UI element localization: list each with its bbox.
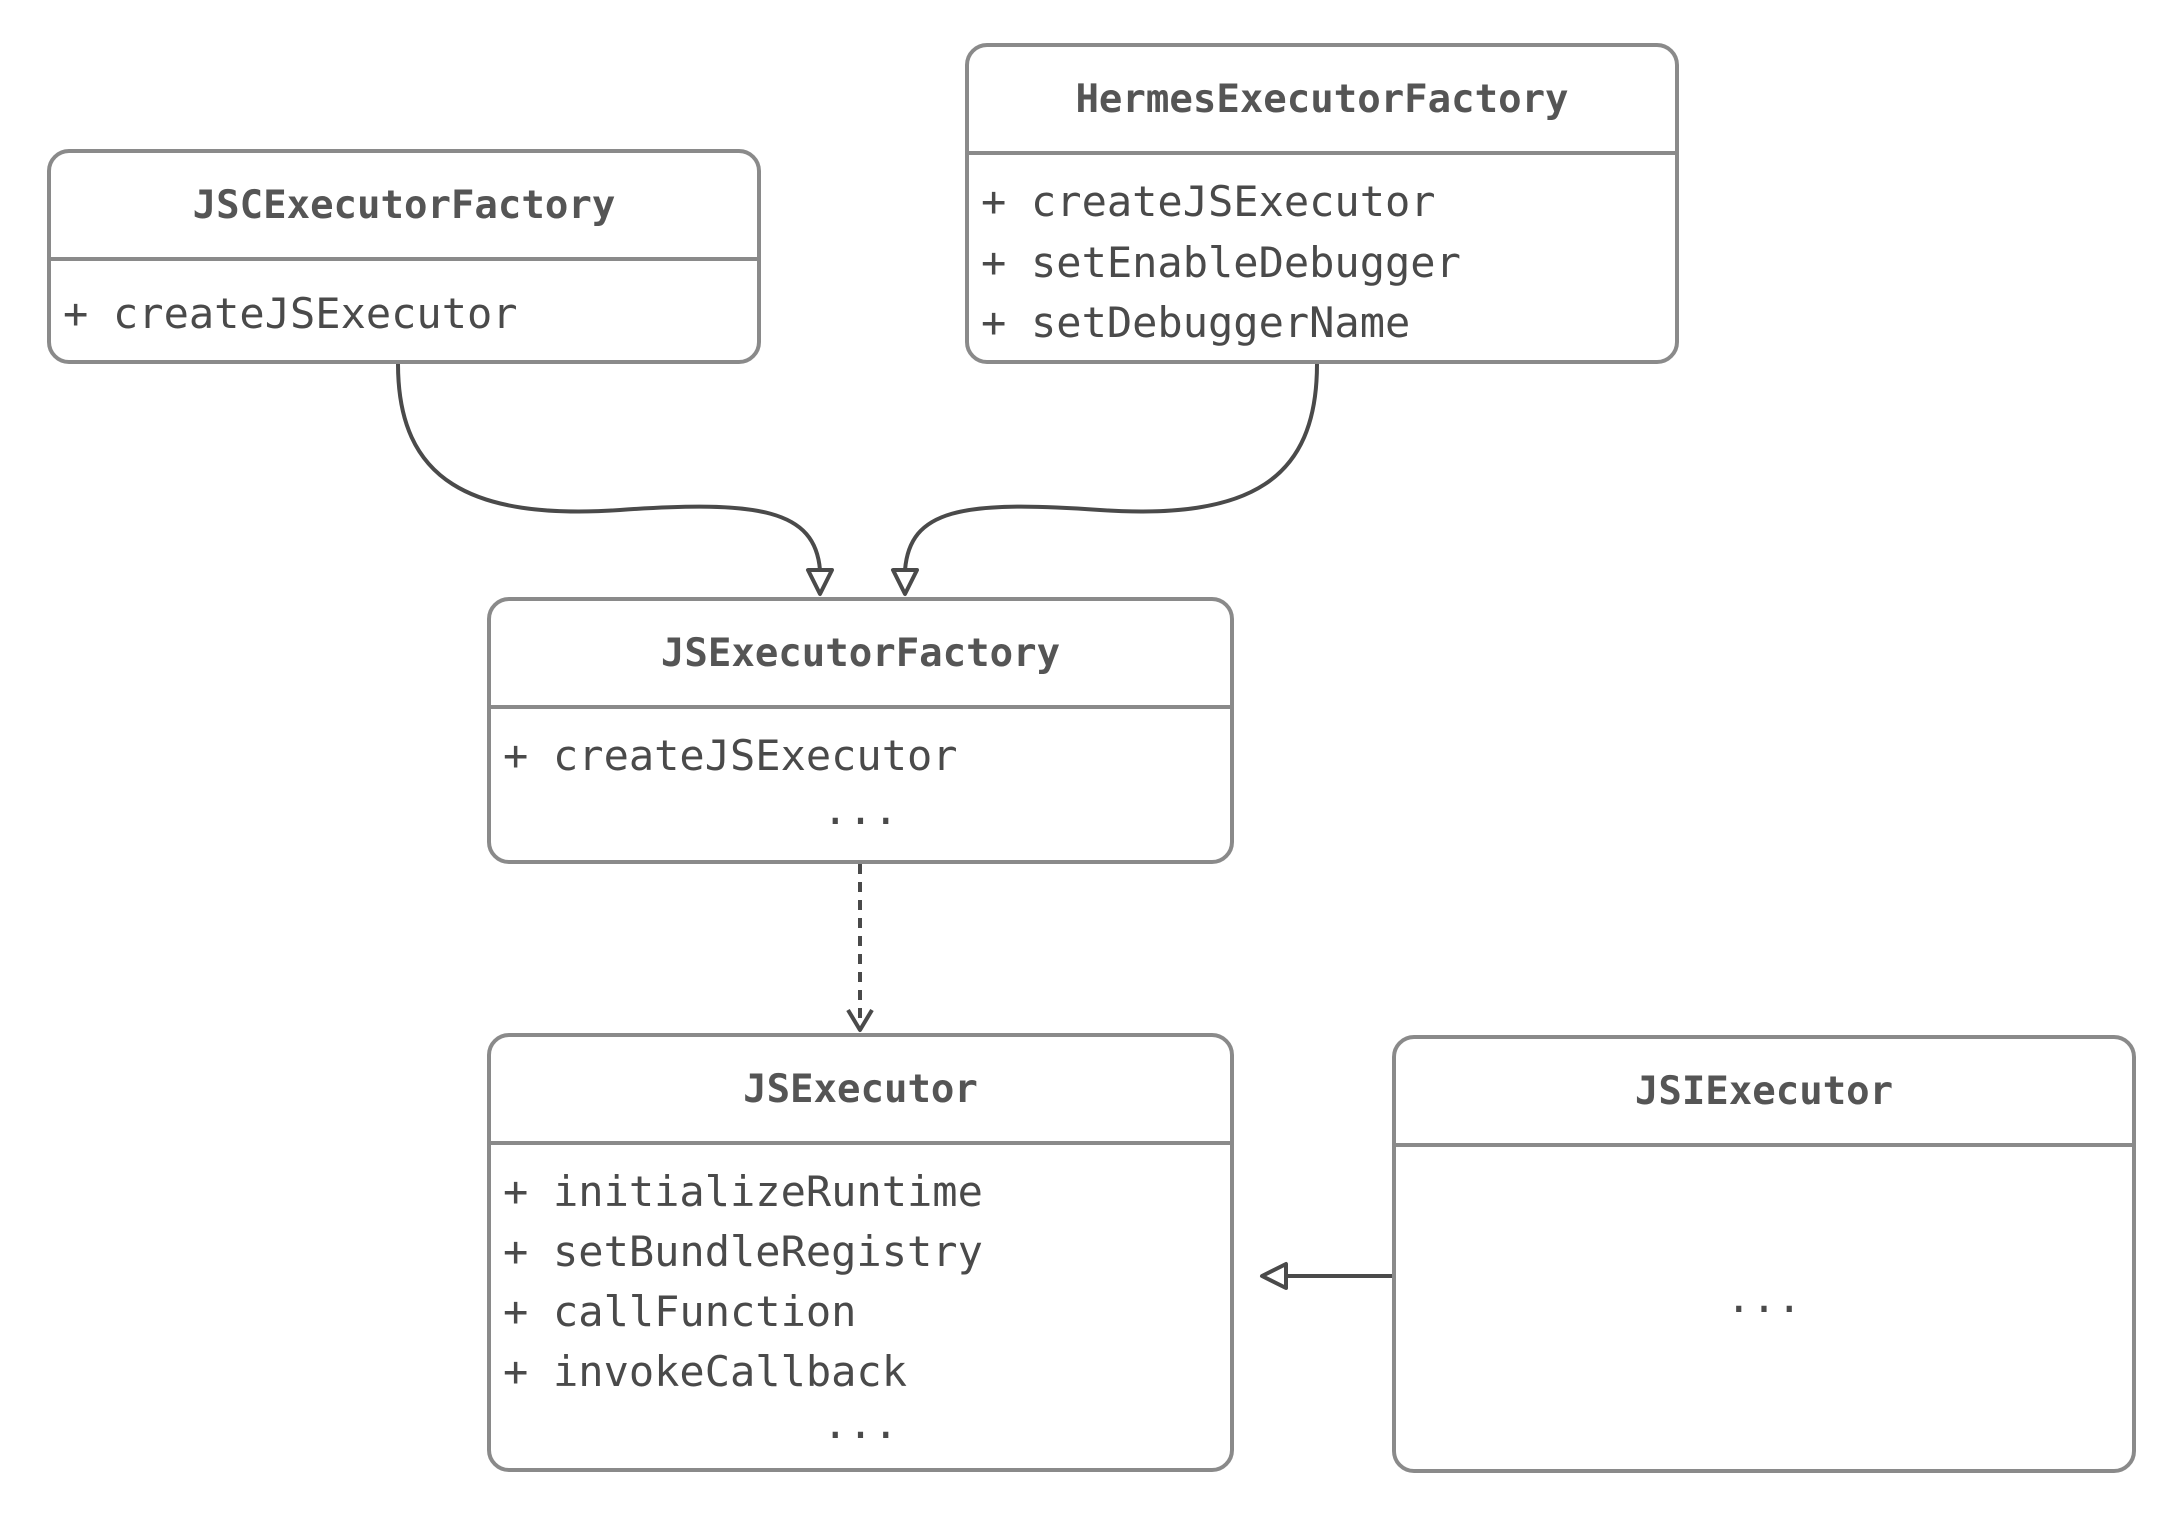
class-member: +initializeRuntime [503,1171,983,1213]
member-name: setBundleRegistry [553,1227,983,1276]
class-name: JSExecutorFactory [491,601,1230,709]
visibility-marker: + [503,1227,529,1276]
member-name: createJSExecutor [1031,177,1436,226]
more-members-ellipsis: ... [822,785,899,834]
class-box-js-executor[interactable]: JSExecutor +initializeRuntime +setBundle… [487,1033,1234,1472]
class-box-js-executor-factory[interactable]: JSExecutorFactory +createJSExecutor ... [487,597,1234,864]
visibility-marker: + [981,177,1007,226]
inheritance-arrowhead-hermes [891,568,919,596]
class-member: +createJSExecutor [503,735,958,777]
class-members: ... [1396,1147,2132,1469]
visibility-marker: + [503,1287,529,1336]
class-member: +callFunction [503,1291,856,1333]
visibility-marker: + [503,1167,529,1216]
inheritance-arrowhead-jsc [806,568,834,596]
class-member: +invokeCallback [503,1351,907,1393]
class-name: JSCExecutorFactory [51,153,757,261]
visibility-marker: + [63,289,89,338]
class-members: +initializeRuntime +setBundleRegistry +c… [491,1145,1230,1468]
member-name: callFunction [553,1287,857,1336]
class-name: JSIExecutor [1396,1039,2132,1147]
class-name: JSExecutor [491,1037,1230,1145]
more-members-ellipsis: ... [822,1399,899,1448]
visibility-marker: + [503,1347,529,1396]
visibility-marker: + [981,298,1007,347]
inheritance-arrowhead-jsi [1260,1262,1288,1290]
class-members: +createJSExecutor ... [491,709,1230,860]
visibility-marker: + [503,731,529,780]
member-name: invokeCallback [553,1347,908,1396]
member-name: initializeRuntime [553,1167,983,1216]
inheritance-connector-jsc [396,363,822,571]
more-members-ellipsis: ... [1726,1273,1802,1322]
class-members: + createJSExecutor [51,261,757,360]
class-member: +createJSExecutor [63,293,518,335]
class-member: +setDebuggerName [981,302,1410,344]
class-member: +setEnableDebugger [981,242,1461,284]
class-box-jsc-executor-factory[interactable]: JSCExecutorFactory + createJSExecutor [47,149,761,364]
dependency-arrowhead [846,1008,874,1032]
class-members: +createJSExecutor +setEnableDebugger +se… [969,155,1675,360]
class-member: +setBundleRegistry [503,1231,983,1273]
inheritance-connector-hermes [903,363,1319,571]
member-name: createJSExecutor [113,289,518,338]
member-name: setEnableDebugger [1031,238,1461,287]
class-name: HermesExecutorFactory [969,47,1675,155]
class-box-hermes-executor-factory[interactable]: HermesExecutorFactory +createJSExecutor … [965,43,1679,364]
member-name: createJSExecutor [553,731,958,780]
member-name: setDebuggerName [1031,298,1411,347]
class-box-jsi-executor[interactable]: JSIExecutor ... [1392,1035,2136,1473]
class-member: +createJSExecutor [981,181,1436,223]
visibility-marker: + [981,238,1007,287]
